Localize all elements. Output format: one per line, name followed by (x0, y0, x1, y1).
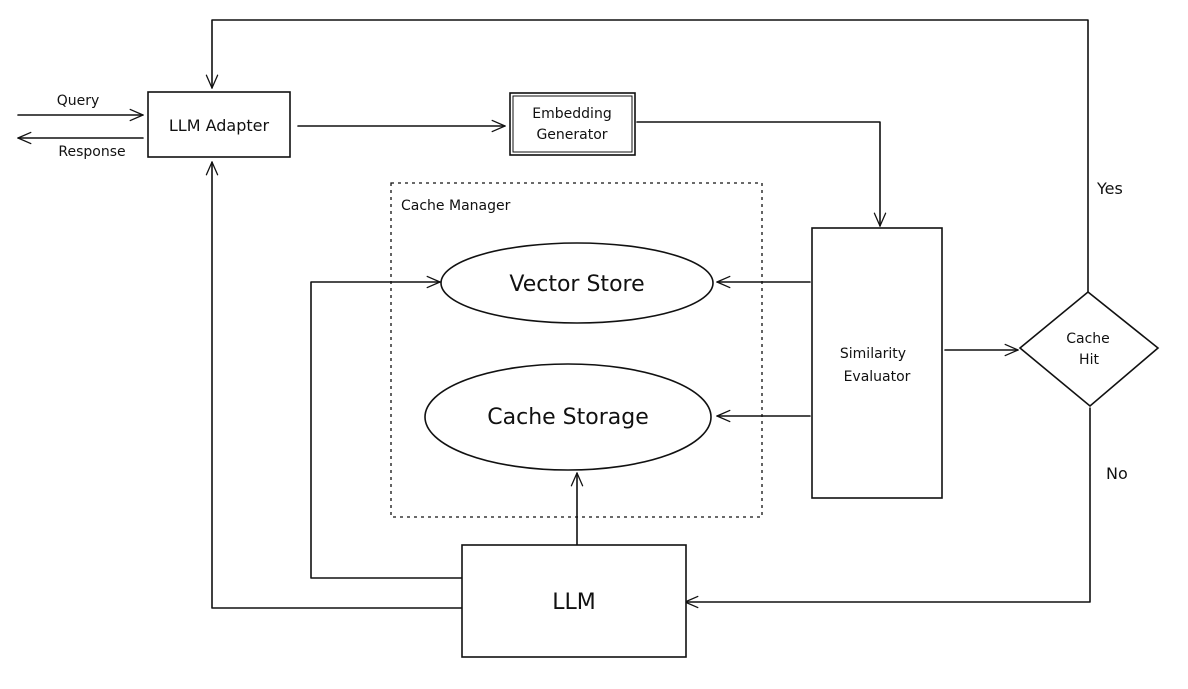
embedding-to-evaluator-arrow (636, 121, 887, 227)
llm-to-vector-store-arrow (310, 275, 463, 579)
yes-label: Yes (1096, 179, 1123, 198)
response-label: Response (58, 144, 125, 160)
cache-hit-label-1: Cache (1066, 331, 1110, 347)
llm-to-adapter-arrow (205, 161, 463, 609)
similarity-evaluator-node (811, 227, 943, 499)
llm-label: LLM (552, 590, 596, 615)
llm-node (461, 544, 687, 658)
cache-manager-label: Cache Manager (401, 198, 511, 214)
query-label: Query (57, 93, 100, 109)
llm-adapter-node (147, 91, 291, 158)
vector-store-node (440, 242, 714, 324)
embedding-generator-node (509, 92, 636, 156)
cache-storage-node (424, 363, 712, 471)
cache-hit-label-2: Hit (1079, 352, 1099, 368)
cache-hit-node (1018, 290, 1160, 408)
similarity-evaluator-label-1: Similarity (840, 346, 906, 362)
cache-storage-label: Cache Storage (487, 405, 649, 430)
cache-manager-region (390, 182, 763, 518)
no-to-llm-arrow (684, 407, 1091, 609)
llm-adapter-label: LLM Adapter (169, 116, 270, 135)
similarity-evaluator-label-2: Evaluator (844, 369, 911, 385)
embedding-generator-label-2: Generator (536, 127, 607, 143)
yes-loop-arrow (205, 19, 1089, 293)
no-label: No (1106, 464, 1128, 483)
embedding-generator-inner-border (512, 95, 633, 153)
vector-store-label: Vector Store (509, 272, 644, 297)
embedding-generator-label-1: Embedding (532, 106, 611, 122)
